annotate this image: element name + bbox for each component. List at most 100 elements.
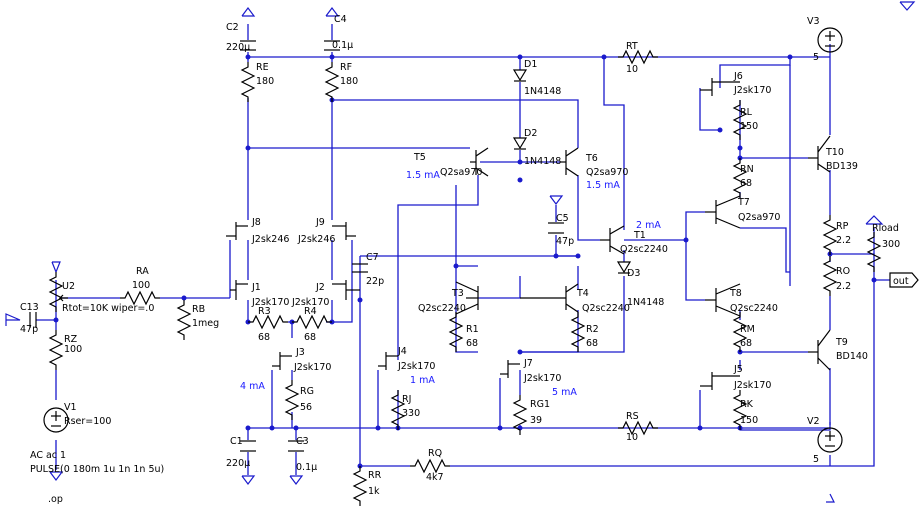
label-rf-value: 180: [340, 76, 358, 87]
current-label-t1: 2 mA: [636, 220, 661, 231]
label-v3-ref: V3: [807, 16, 820, 27]
label-j8-value: J2sk246: [251, 234, 289, 245]
label-r4-value: 68: [304, 332, 316, 343]
source-label-pulse: PULSE(0 180m 1u 1n 1n 5u): [30, 464, 164, 475]
t10-symbol: [808, 135, 831, 173]
label-rt-value: 10: [626, 64, 638, 75]
label-rq-ref: RQ: [428, 448, 442, 459]
label-ro-ref: RO: [836, 266, 850, 277]
voltage-sources: [43, 27, 843, 453]
d2-symbol: [512, 137, 528, 150]
u2-pot-symbol: [49, 271, 68, 313]
t9-symbol: [808, 329, 831, 371]
t4-symbol: [520, 283, 579, 313]
label-t1-value: Q2sc2240: [620, 244, 668, 255]
current-label-j4: 1 mA: [410, 375, 435, 386]
label-rb-value: 1meg: [192, 318, 219, 329]
c2-symbol: [240, 40, 256, 51]
rf-symbol: [325, 61, 339, 103]
t1-symbol: [600, 225, 625, 255]
label-rg-ref: RG: [300, 386, 314, 397]
label-rg-value: 56: [300, 402, 312, 413]
label-r2-ref: R2: [586, 324, 599, 335]
label-t10-ref: T10: [825, 147, 844, 158]
label-rp-value: 2.2: [836, 235, 851, 246]
label-j5-ref: J5: [733, 364, 743, 375]
c1-symbol: [240, 440, 256, 452]
label-rg1-ref: RG1: [530, 399, 550, 410]
v3-symbol: [817, 27, 843, 53]
label-rg1-value: 39: [530, 415, 542, 426]
label-c5-value: 47p: [556, 236, 574, 247]
j7-symbol: [500, 360, 520, 378]
label-d1-value: 1N4148: [524, 86, 561, 97]
label-v1-ref: V1: [64, 402, 77, 413]
t5-symbol: [470, 147, 489, 177]
d1-symbol: [512, 69, 528, 82]
label-ra-value: 100: [132, 280, 150, 291]
label-c13-value: 47p: [20, 324, 38, 335]
current-label-t6: 1.5 mA: [586, 180, 620, 191]
label-c4-value: 0.1µ: [332, 40, 353, 51]
ground-symbols: [5, 1, 916, 503]
label-j2-value: J2sk170: [291, 297, 329, 308]
label-rl-value: 150: [740, 121, 758, 132]
j3-symbol: [272, 352, 292, 370]
t7-symbol: [705, 195, 741, 229]
label-d1-ref: D1: [524, 59, 537, 70]
label-t3-ref: T3: [451, 288, 464, 299]
label-j3-value: J2sk170: [293, 362, 331, 373]
label-rk-value: 150: [740, 415, 758, 426]
label-re-value: 180: [256, 76, 274, 87]
d3-symbol: [616, 261, 632, 274]
c7-symbol: [352, 263, 368, 273]
c5-symbol: [548, 222, 564, 234]
label-r3-ref: R3: [258, 306, 271, 317]
r3-symbol: [247, 315, 289, 329]
j8-symbol: [226, 222, 248, 240]
label-rb-ref: RB: [192, 304, 205, 315]
label-t1-ref: T1: [633, 230, 646, 241]
label-t6-value: Q2sa970: [586, 167, 628, 178]
rq-symbol: [409, 459, 451, 473]
j9-symbol: [332, 222, 356, 240]
label-bd140-value: BD140: [836, 351, 868, 362]
label-c7-ref: C7: [366, 252, 379, 263]
label-t5-value: Q2sa970: [440, 167, 482, 178]
label-rq-value: 4k7: [426, 472, 444, 483]
label-rm-ref: RM: [740, 324, 755, 335]
label-r1-value: 68: [466, 338, 478, 349]
label-bd140-ref: T9: [835, 337, 848, 348]
label-re-ref: RE: [256, 62, 269, 73]
c13-symbol: [29, 312, 37, 328]
label-d2-value: 1N4148: [524, 156, 561, 167]
label-rj-value: 330: [402, 408, 420, 419]
label-d3-ref: D3: [627, 268, 640, 279]
label-rf-ref: RF: [340, 62, 352, 73]
directive-op: .op: [48, 494, 63, 505]
label-rz-value: 100: [64, 344, 82, 355]
t3-symbol: [455, 281, 479, 315]
j1-symbol: [230, 280, 248, 300]
label-c2-value: 220µ: [226, 42, 250, 53]
label-u2-ref: U2: [62, 281, 75, 292]
label-t8-ref: T8: [729, 288, 742, 299]
label-j9-ref: J9: [315, 217, 325, 228]
label-r4-ref: R4: [304, 306, 317, 317]
out-port: [889, 272, 919, 288]
label-j8-ref: J8: [251, 217, 261, 228]
t8-symbol: [705, 283, 741, 317]
v1-symbol: [43, 407, 69, 433]
label-j3-ref: J3: [295, 347, 305, 358]
label-t10-value: BD139: [826, 161, 858, 172]
label-t8-value: Q2sc2240: [730, 303, 778, 314]
v2-symbol: [817, 427, 843, 453]
label-j2-ref: J2: [315, 282, 325, 293]
label-rload-ref: Rload: [872, 223, 899, 234]
label-rl-ref: RL: [740, 107, 753, 118]
current-label-j7: 5 mA: [552, 387, 577, 398]
label-c2-ref: C2: [226, 22, 239, 33]
label-d3-value: 1N4148: [627, 297, 664, 308]
diode-symbols: [512, 69, 632, 274]
